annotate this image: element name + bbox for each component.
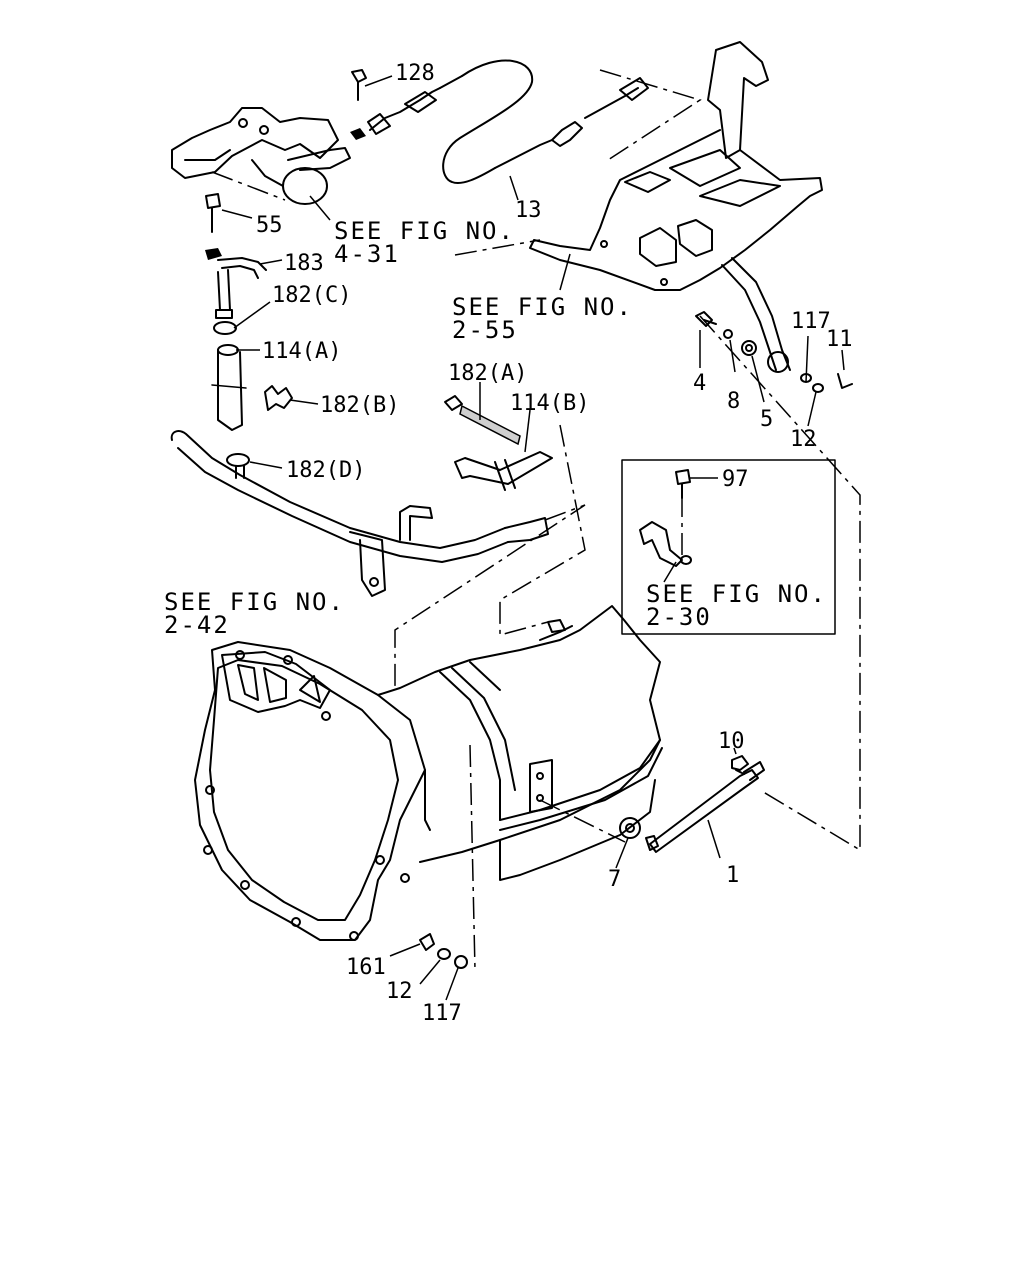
callout-117-top: 117: [791, 309, 831, 334]
reference-see-fig-2-55: SEE FIG NO. 2-55: [452, 293, 633, 344]
part-182C-clamp: [213, 321, 237, 335]
callout-161: 161: [346, 955, 386, 980]
reference-see-fig-4-31: SEE FIG NO. 4-31: [334, 217, 515, 268]
callout-12-bottom: 12: [386, 979, 413, 1004]
svg-text:2-42: 2-42: [164, 611, 230, 639]
clamp-2-30: [639, 521, 692, 567]
part-13-cable: [367, 59, 649, 184]
callout-97: 97: [722, 467, 749, 492]
callout-182C: 182(C): [272, 283, 351, 308]
callout-4: 4: [693, 371, 706, 396]
part-114A-hose: [211, 344, 247, 431]
callout-5: 5: [760, 407, 773, 432]
callout-182D: 182(D): [286, 458, 365, 483]
svg-text:SEE FIG NO.: SEE FIG NO.: [646, 580, 827, 608]
callout-12-top: 12: [790, 427, 817, 452]
part-182B-clip: [264, 385, 293, 411]
callout-11: 11: [826, 327, 853, 352]
callout-8: 8: [727, 389, 740, 414]
callout-labels: 128 55 183 182(C) 114(A) 182(B) 182(D) 1…: [256, 61, 853, 1026]
svg-text:4-31: 4-31: [334, 240, 400, 268]
alignment-lines: [211, 69, 861, 971]
part-97-bolt: [675, 469, 691, 499]
svg-text:2-30: 2-30: [646, 603, 712, 631]
part-1-rod: [645, 761, 765, 853]
svg-text:2-55: 2-55: [452, 316, 518, 344]
callout-7: 7: [608, 867, 621, 892]
part-182A-tie: [444, 395, 521, 446]
part-128-bolt: [350, 69, 367, 140]
reference-see-fig-2-30: SEE FIG NO. 2-30: [646, 580, 827, 631]
part-10-nut: [731, 755, 749, 775]
callout-114B: 114(B): [510, 391, 589, 416]
callout-13: 13: [515, 198, 542, 223]
part-114B-hose: [454, 451, 553, 491]
part-183-pipe: [215, 257, 267, 319]
callout-55: 55: [256, 213, 283, 238]
leader-lines: [221, 75, 845, 1001]
callout-10: 10: [718, 729, 745, 754]
svg-text:SEE FIG NO.: SEE FIG NO.: [452, 293, 633, 321]
transmission-housing: [194, 605, 663, 941]
valve-bracket: [171, 107, 351, 205]
reference-see-fig-2-42: SEE FIG NO. 2-42: [164, 588, 345, 639]
callout-128: 128: [395, 61, 435, 86]
svg-text:SEE FIG NO.: SEE FIG NO.: [334, 217, 515, 245]
inset-box-2-30: [621, 459, 836, 635]
callout-114A: 114(A): [262, 339, 341, 364]
callout-1: 1: [726, 863, 739, 888]
shifter-assembly: [529, 41, 823, 373]
part-55-bolt: [205, 193, 222, 260]
transmission-tube: [170, 430, 549, 597]
callout-182B: 182(B): [320, 393, 399, 418]
bottom-small-parts: [419, 933, 468, 969]
part-7-bushing: [619, 817, 641, 839]
callout-182A: 182(A): [448, 361, 527, 386]
callout-117-bottom: 117: [422, 1001, 462, 1026]
callout-183: 183: [284, 251, 324, 276]
svg-text:SEE FIG NO.: SEE FIG NO.: [164, 588, 345, 616]
